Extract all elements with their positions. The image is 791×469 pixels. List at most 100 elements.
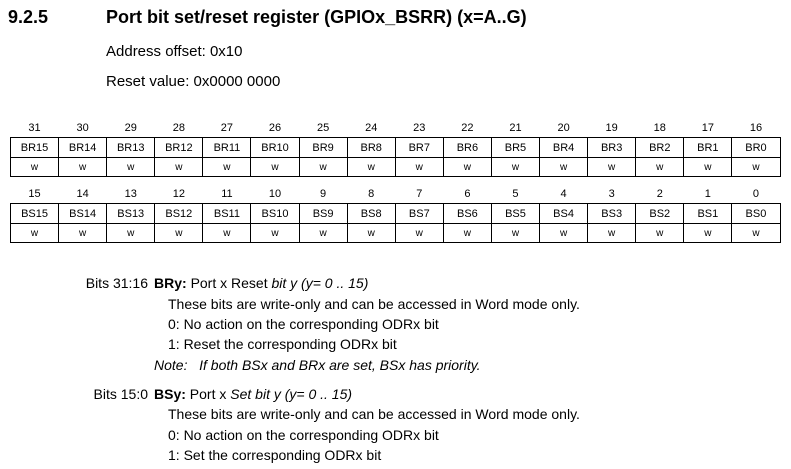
access-cell: w	[202, 223, 252, 243]
desc-line: 0: No action on the corresponding ODRx b…	[168, 316, 439, 332]
section-title: Port bit set/reset register (GPIOx_BSRR)…	[106, 7, 527, 27]
access-cell: w	[154, 223, 204, 243]
access-cell: w	[683, 223, 733, 243]
access-cell: w	[346, 157, 396, 177]
field-name-cell: BS13	[106, 203, 156, 224]
access-cell: w	[442, 157, 492, 177]
access-cell: w	[9, 223, 60, 243]
access-cell: w	[587, 223, 637, 243]
field-name-cell: BR4	[539, 137, 589, 158]
bit-number-cell: 1	[704, 188, 711, 200]
access-cell: w	[587, 157, 637, 177]
access-cell: w	[250, 223, 300, 243]
field-name-cell: BR9	[298, 137, 348, 158]
access-cell: w	[490, 157, 541, 177]
bit-number-cell: 22	[461, 122, 474, 134]
bit-number-cell: 4	[560, 188, 567, 200]
bit-number-cell: 8	[368, 188, 375, 200]
field-name-cell: BS9	[298, 203, 348, 224]
access-cell: w	[58, 223, 108, 243]
bits-field-description: BRy: Port x Reset bit y (y= 0 .. 15)	[154, 275, 368, 291]
address-offset: Address offset: 0x10	[106, 43, 243, 60]
access-cell: w	[731, 223, 781, 243]
field-name-cell: BR5	[490, 137, 541, 158]
field-name-cell: BR13	[106, 137, 156, 158]
bit-number-cell: 31	[28, 122, 41, 134]
bit-number-cell: 18	[653, 122, 666, 134]
access-cell: w	[106, 223, 156, 243]
bit-number-cell: 21	[509, 122, 522, 134]
field-name-cell: BR0	[731, 137, 781, 158]
bit-number-cell: 20	[557, 122, 570, 134]
field-name-cell: BR11	[202, 137, 252, 158]
field-name-cell: BS8	[346, 203, 396, 224]
field-name-cell: BS6	[442, 203, 492, 224]
access-cell: w	[346, 223, 396, 243]
note-text: If both BSx and BRx are set, BSx has pri…	[199, 357, 481, 373]
bit-number-cell: 6	[464, 188, 471, 200]
field-name: BSy:	[154, 386, 186, 402]
access-cell: w	[58, 157, 108, 177]
access-cell: w	[539, 157, 589, 177]
bit-number-cell: 2	[656, 188, 663, 200]
bits-range-label: Bits 15:0	[93, 386, 148, 402]
field-name-cell: BR10	[250, 137, 300, 158]
field-name-cell: BR15	[9, 137, 60, 158]
access-cell: w	[442, 223, 492, 243]
field-desc-italic: bit y (y= 0 .. 15)	[271, 275, 369, 291]
field-desc-text: Port x Reset	[190, 275, 272, 291]
access-cell: w	[154, 157, 204, 177]
note: Note: If both BSx and BRx are set, BSx h…	[154, 357, 481, 373]
desc-line: These bits are write-only and can be acc…	[168, 296, 580, 312]
bits-field-description: BSy: Port x Set bit y (y= 0 .. 15)	[154, 386, 352, 402]
field-name-cell: BR2	[635, 137, 685, 158]
bit-number-cell: 9	[320, 188, 327, 200]
access-cell: w	[106, 157, 156, 177]
field-name-cell: BS0	[731, 203, 781, 224]
bit-number-cell: 12	[172, 188, 185, 200]
access-cell: w	[635, 157, 685, 177]
bit-number-cell: 10	[268, 188, 282, 200]
field-desc-italic: Set bit y (y= 0 .. 15)	[230, 386, 353, 402]
bit-number-cell: 29	[124, 122, 137, 134]
access-cell: w	[394, 157, 444, 177]
bit-number-cell: 28	[172, 122, 185, 134]
bit-number-cell: 27	[220, 122, 234, 134]
field-name-cell: BS4	[539, 203, 589, 224]
field-name: BRy:	[154, 275, 187, 291]
bit-number-cell: 24	[365, 122, 378, 134]
field-name-cell: BS2	[635, 203, 685, 224]
field-name-cell: BS14	[58, 203, 108, 224]
bit-number-cell: 11	[221, 188, 233, 200]
access-cell: w	[490, 223, 541, 243]
field-name-cell: BR14	[58, 137, 108, 158]
access-cell: w	[539, 223, 589, 243]
field-name-cell: BR8	[346, 137, 396, 158]
desc-line: 1: Reset the corresponding ODRx bit	[168, 336, 397, 352]
field-name-cell: BR6	[442, 137, 492, 158]
field-name-cell: BS3	[587, 203, 637, 224]
bit-number-cell: 19	[605, 122, 618, 134]
desc-line: These bits are write-only and can be acc…	[168, 406, 580, 422]
field-name-cell: BS7	[394, 203, 444, 224]
bit-number-cell: 14	[76, 188, 89, 200]
field-name-cell: BR3	[587, 137, 637, 158]
reset-value: Reset value: 0x0000 0000	[106, 73, 281, 90]
field-name-cell: BS10	[250, 203, 300, 224]
bit-number-cell: 5	[512, 188, 519, 200]
bit-number-cell: 15	[28, 188, 41, 200]
access-cell: w	[298, 223, 348, 243]
field-name-cell: BS1	[683, 203, 733, 224]
field-name-cell: BS11	[202, 203, 252, 224]
bit-number-cell: 17	[701, 122, 714, 134]
section-number: 9.2.5	[8, 7, 49, 27]
access-cell: w	[683, 157, 733, 177]
field-desc-text: Port x	[189, 386, 231, 402]
